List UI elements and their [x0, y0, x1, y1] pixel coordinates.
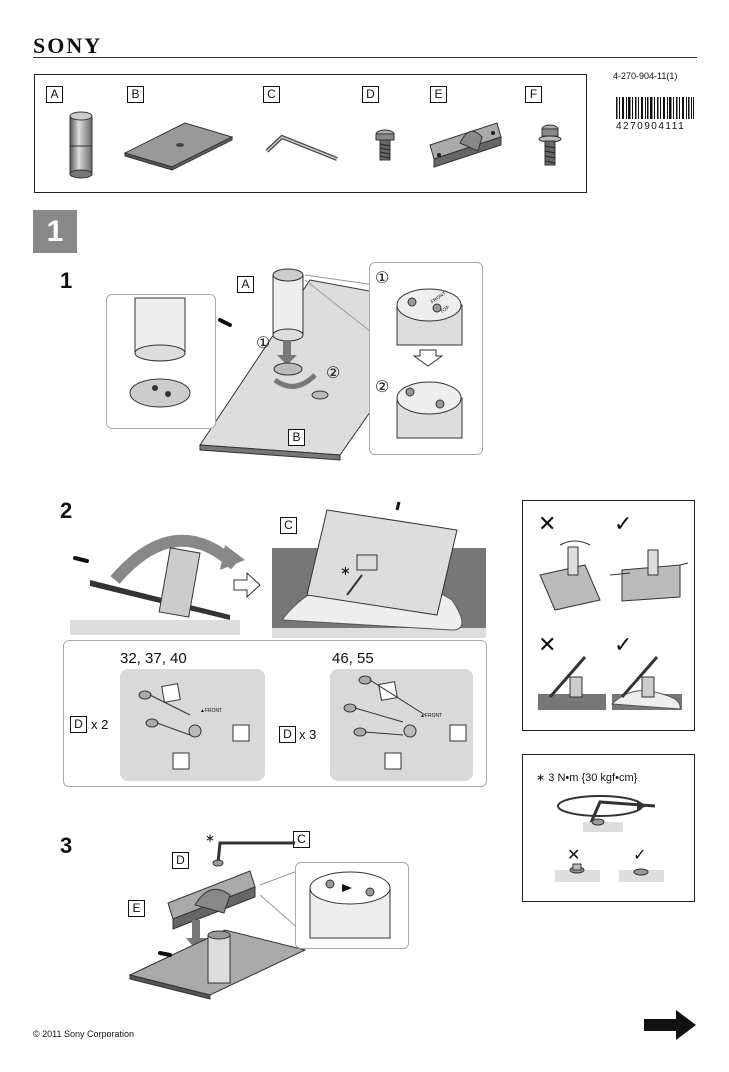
- stand-handling-illustration: [539, 540, 689, 611]
- step2-large-label-d: D: [279, 726, 296, 743]
- step2-label-c: C: [280, 517, 297, 534]
- large-sizes-screw-diagram: [343, 675, 467, 770]
- base-plate-icon: [123, 122, 234, 171]
- step3-label-c: C: [293, 831, 310, 848]
- part-label-f: F: [525, 86, 542, 103]
- small-qty: x 2: [91, 717, 109, 732]
- step2-small-label-d: D: [70, 716, 87, 733]
- neck-underside-detail: [129, 297, 191, 408]
- small-sizes-label: 32, 37, 40: [120, 650, 187, 667]
- step1-callout-2: ②: [326, 365, 341, 382]
- tv-lift-illustration: [70, 534, 245, 635]
- part-label-d: D: [362, 86, 379, 103]
- step2-asterisk: ∗: [340, 563, 351, 578]
- right-mark-icon: ✓: [614, 511, 633, 536]
- torque-note: ∗ 3 N•m {30 kgf•cm}: [536, 772, 638, 784]
- part-label-c: C: [263, 86, 280, 103]
- neck-top-aligned-detail: [309, 871, 391, 939]
- small-sizes-screw-diagram: [138, 683, 250, 770]
- do-dont-box: [522, 500, 695, 731]
- barcode-number: 4270904111: [616, 121, 686, 132]
- part-label-b: B: [127, 86, 144, 103]
- step1-callout-1: ①: [256, 335, 271, 352]
- right-arrow-icon[interactable]: [644, 1010, 696, 1040]
- torque-wrench-illustration: [557, 795, 656, 832]
- large-front-mark: ▲FRONT: [420, 713, 443, 719]
- step3-illustration: [128, 839, 307, 1000]
- right-mark-icon: ✓: [614, 632, 633, 657]
- tv-back-illustration: [272, 501, 486, 638]
- small-front-mark: ▲FRONT: [200, 708, 223, 714]
- screw-seating-illustration: [555, 863, 664, 882]
- part-number: 4-270-904-11(1): [613, 71, 678, 81]
- brand-logo: SONY: [33, 33, 103, 58]
- copyright: © 2011 Sony Corporation: [33, 1029, 135, 1039]
- part-label-e: E: [430, 86, 447, 103]
- part-label-a: A: [46, 86, 63, 103]
- step1-label-b: B: [288, 429, 305, 446]
- large-qty: x 3: [299, 727, 317, 742]
- right-outline-arrow-icon: [233, 571, 261, 599]
- step2-number: 2: [60, 498, 73, 523]
- step1-number: 1: [60, 268, 73, 293]
- step3-asterisk: ∗: [205, 831, 216, 845]
- washer-screw-icon: [538, 124, 562, 166]
- step3-label-e: E: [128, 900, 145, 917]
- neck-cylinder-icon: [69, 111, 93, 179]
- step3-number: 3: [60, 833, 73, 858]
- step1-label-a: A: [237, 276, 254, 293]
- barcode-icon: [616, 97, 694, 119]
- right-mark-icon: ✓: [633, 847, 647, 864]
- detail-callout-1: ①: [375, 270, 390, 287]
- parts-list-box: [34, 74, 587, 193]
- step3-label-d: D: [172, 852, 189, 869]
- hex-key-icon: [265, 135, 338, 161]
- wrong-mark-icon: ✕: [567, 847, 581, 864]
- neck-top-detail: [396, 288, 463, 439]
- wrong-mark-icon: ✕: [538, 511, 557, 536]
- torque-box: [522, 754, 695, 902]
- header-rule: [33, 57, 697, 58]
- tv-placement-illustration: [538, 656, 682, 710]
- section-badge: 1: [33, 210, 77, 253]
- screw-icon: [375, 129, 395, 161]
- bracket-icon: [429, 122, 502, 168]
- large-sizes-label: 46, 55: [332, 650, 374, 667]
- wrong-mark-icon: ✕: [538, 632, 557, 657]
- detail-callout-2: ②: [375, 379, 390, 396]
